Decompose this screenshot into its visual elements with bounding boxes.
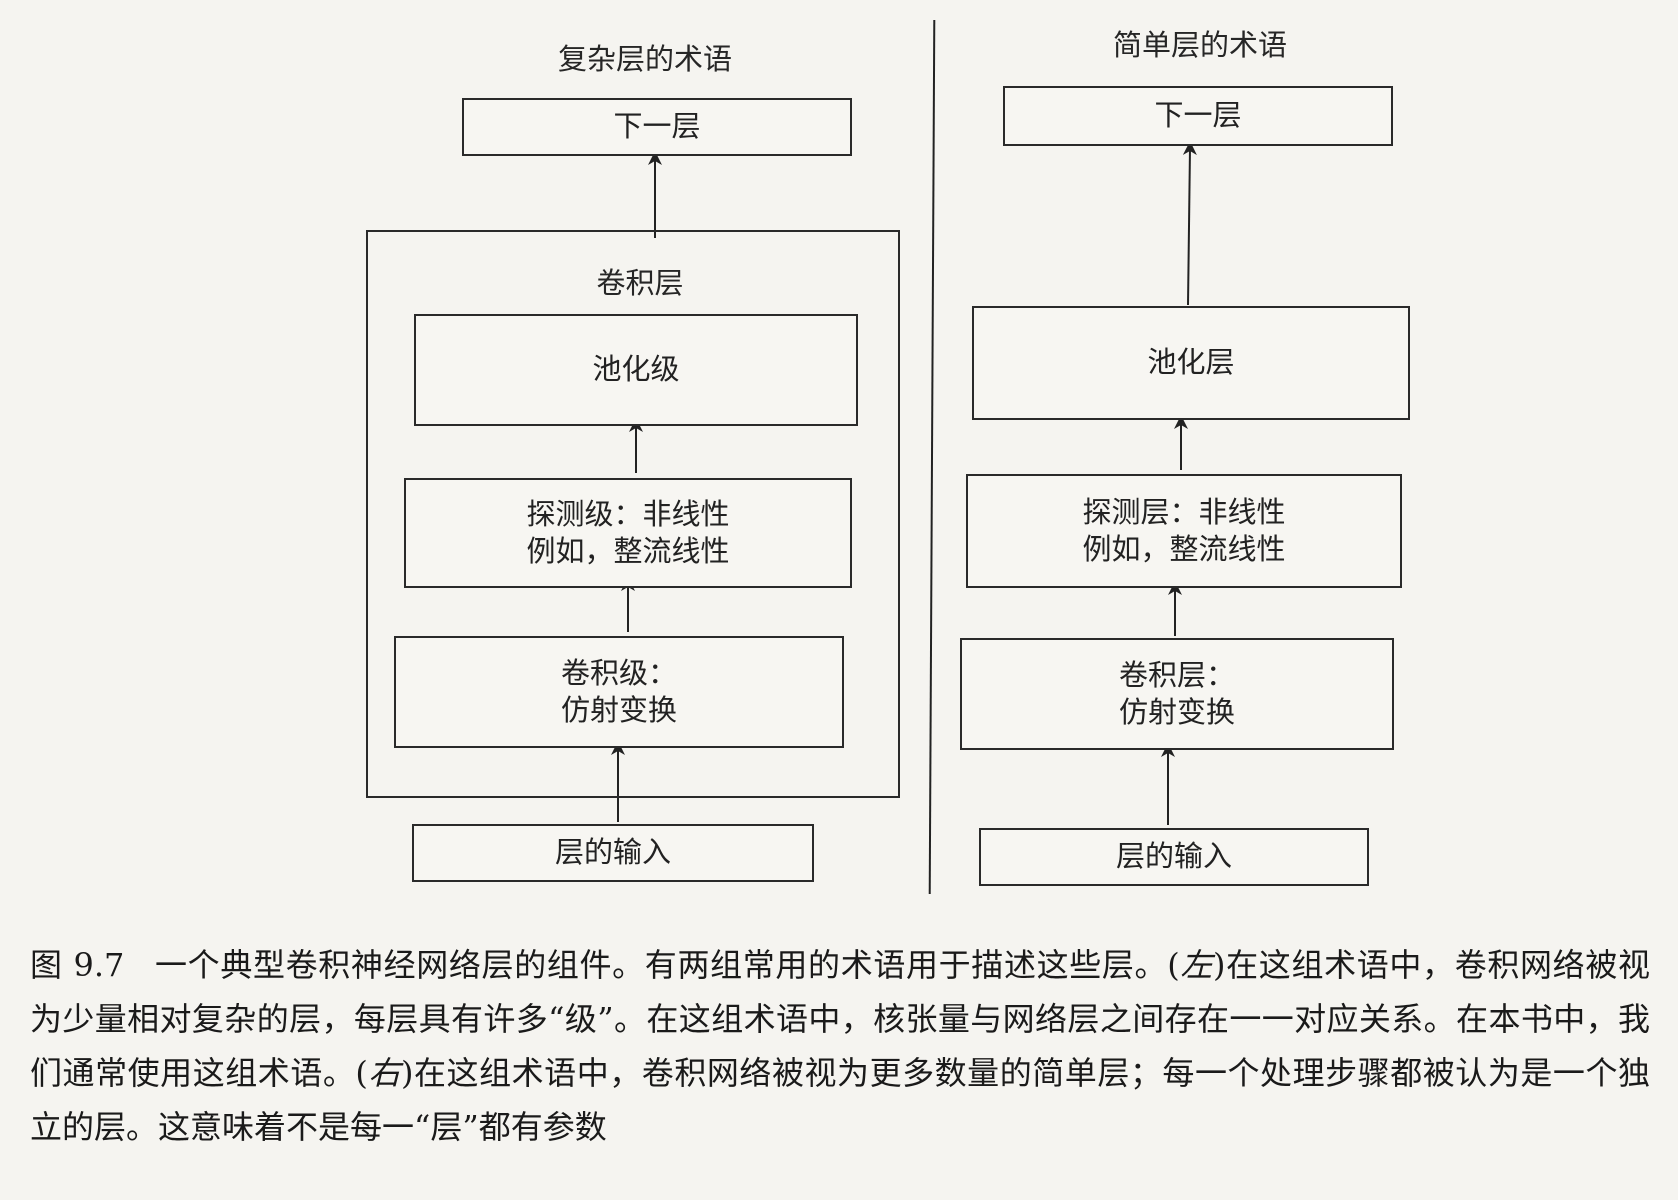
right-detector-box: 探测层：非线性 例如，整流线性 (966, 474, 1402, 588)
left-conv-box: 卷积级： 仿射变换 (394, 636, 844, 748)
right-input-label: 层的输入 (1115, 839, 1232, 874)
figure-number: 图 9.7 (30, 946, 125, 984)
right-detector-text: 探测层：非线性 例如，整流线性 (1082, 494, 1285, 568)
right-arrow-pooling-to-next (1182, 141, 1197, 306)
right-pooling-box: 池化层 (972, 306, 1410, 420)
left-container-label: 卷积层 (596, 266, 684, 300)
right-detector-line2: 例如，整流线性 (1082, 532, 1286, 566)
left-detector-line2: 例如，整流线性 (526, 534, 730, 568)
left-pooling-box: 池化级 (414, 314, 858, 426)
right-detector-line1: 探测层：非线性 (1082, 494, 1286, 529)
left-input-label: 层的输入 (554, 835, 671, 870)
right-title: 简单层的术语 (1112, 28, 1287, 62)
right-conv-line2: 仿射变换 (1118, 695, 1235, 729)
right-conv-line1: 卷积层： (1118, 657, 1235, 692)
caption-part1: 一个典型卷积神经网络层的组件。有两组常用的术语用于描述这些层。( (154, 946, 1180, 984)
caption-right-word: 右 (367, 1054, 401, 1092)
left-detector-box: 探测级：非线性 例如，整流线性 (404, 478, 852, 588)
right-input-box: 层的输入 (979, 828, 1369, 886)
left-conv-line1: 卷积级： (560, 655, 677, 690)
left-conv-text: 卷积级： 仿射变换 (561, 655, 677, 729)
right-next-layer-box: 下一层 (1003, 86, 1393, 146)
left-input-box: 层的输入 (412, 824, 814, 882)
caption-part2: )在这组术语中，卷积网络被视为少量相对复杂的层，每层具有许多“级”。在这组术语中… (30, 946, 1650, 1092)
diagram-arrows (611, 141, 1197, 825)
left-conv-layer-container (366, 230, 900, 798)
left-next-layer-box: 下一层 (462, 98, 852, 156)
caption-left-word: 左 (1179, 946, 1214, 984)
caption-part3: )在这组术语中，卷积网络被视为更多数量的简单层；每一个处理步骤都被认为是一个独立… (30, 1054, 1650, 1146)
left-detector-text: 探测级：非线性 例如，整流线性 (526, 496, 729, 570)
right-conv-box: 卷积层： 仿射变换 (960, 638, 1394, 750)
left-conv-line2: 仿射变换 (560, 693, 677, 727)
right-next-layer-label: 下一层 (1154, 98, 1242, 133)
left-title: 复杂层的术语 (557, 42, 732, 76)
left-next-layer-label: 下一层 (613, 109, 701, 144)
left-pooling-label: 池化级 (592, 352, 680, 387)
right-pooling-label: 池化层 (1147, 345, 1235, 380)
left-detector-line1: 探测级：非线性 (526, 496, 730, 531)
right-conv-text: 卷积层： 仿射变换 (1119, 657, 1235, 731)
